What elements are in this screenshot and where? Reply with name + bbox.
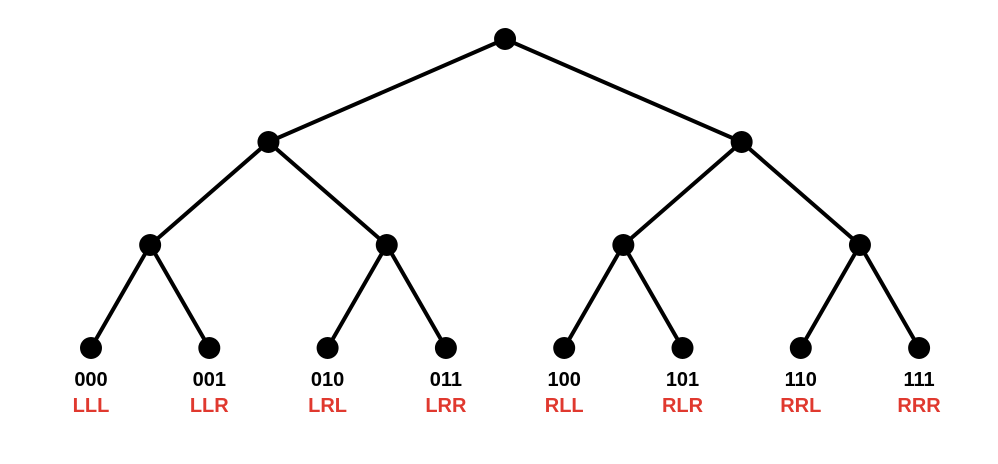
leaf-binary-label: 000 — [74, 369, 107, 391]
tree-edge-l2-0-left — [89, 243, 153, 350]
leaf-binary-label: 001 — [193, 369, 226, 391]
leaf-binary-label: 100 — [548, 369, 581, 391]
tree-edge-l1-1-right — [739, 140, 862, 247]
leaf-path-label: LRL — [308, 395, 347, 417]
leaf-node-6 — [789, 337, 812, 359]
leaf-node-1 — [198, 337, 221, 359]
leaf-binary-label: 010 — [311, 369, 344, 391]
tree-node-l1-0 — [257, 131, 280, 153]
tree-node-l2-2 — [612, 234, 635, 256]
leaf-path-label: RRL — [780, 395, 821, 417]
leaf-path-label: RLL — [545, 395, 584, 417]
tree-edge-l2-1-left — [325, 243, 389, 350]
leaf-path-label: LRR — [425, 395, 467, 417]
leaf-path-label: LLL — [73, 395, 110, 417]
tree-node-l2-3 — [848, 234, 871, 256]
leaf-binary-label: 110 — [785, 369, 817, 391]
tree-edge-l2-2-right — [621, 243, 685, 350]
tree-edge-l1-1-left — [621, 140, 744, 247]
leaf-node-3 — [434, 337, 457, 359]
leaf-node-4 — [553, 337, 576, 359]
leaf-node-2 — [316, 337, 339, 359]
root-node — [494, 28, 517, 50]
leaf-path-label: LLR — [190, 395, 229, 417]
tree-edge-l2-3-right — [857, 243, 922, 350]
tree-edge-l2-1-right — [384, 243, 448, 350]
tree-edge-l0-0-left — [266, 37, 508, 144]
leaf-path-label: RLR — [662, 395, 704, 417]
leaf-binary-label: 101 — [666, 369, 699, 391]
tree-node-l2-1 — [375, 234, 398, 256]
tree-edge-l1-0-right — [266, 140, 389, 247]
tree-node-l1-1 — [730, 131, 753, 153]
leaf-node-0 — [80, 337, 102, 359]
leaf-binary-label: 011 — [430, 369, 462, 391]
tree-node-l2-0 — [139, 234, 162, 256]
tree-edge-l2-3-left — [798, 243, 862, 350]
tree-edge-l2-2-left — [562, 243, 626, 350]
leaf-node-5 — [671, 337, 694, 359]
leaf-node-7 — [908, 337, 931, 359]
tree-nodes — [80, 28, 931, 359]
leaf-binary-label: 111 — [904, 369, 935, 391]
leaf-path-label: RRR — [897, 395, 941, 417]
tree-edges — [89, 37, 922, 350]
tree-edge-l1-0-left — [148, 140, 271, 247]
tree-edge-l2-0-right — [148, 243, 212, 350]
tree-edge-l0-0-right — [503, 37, 744, 144]
